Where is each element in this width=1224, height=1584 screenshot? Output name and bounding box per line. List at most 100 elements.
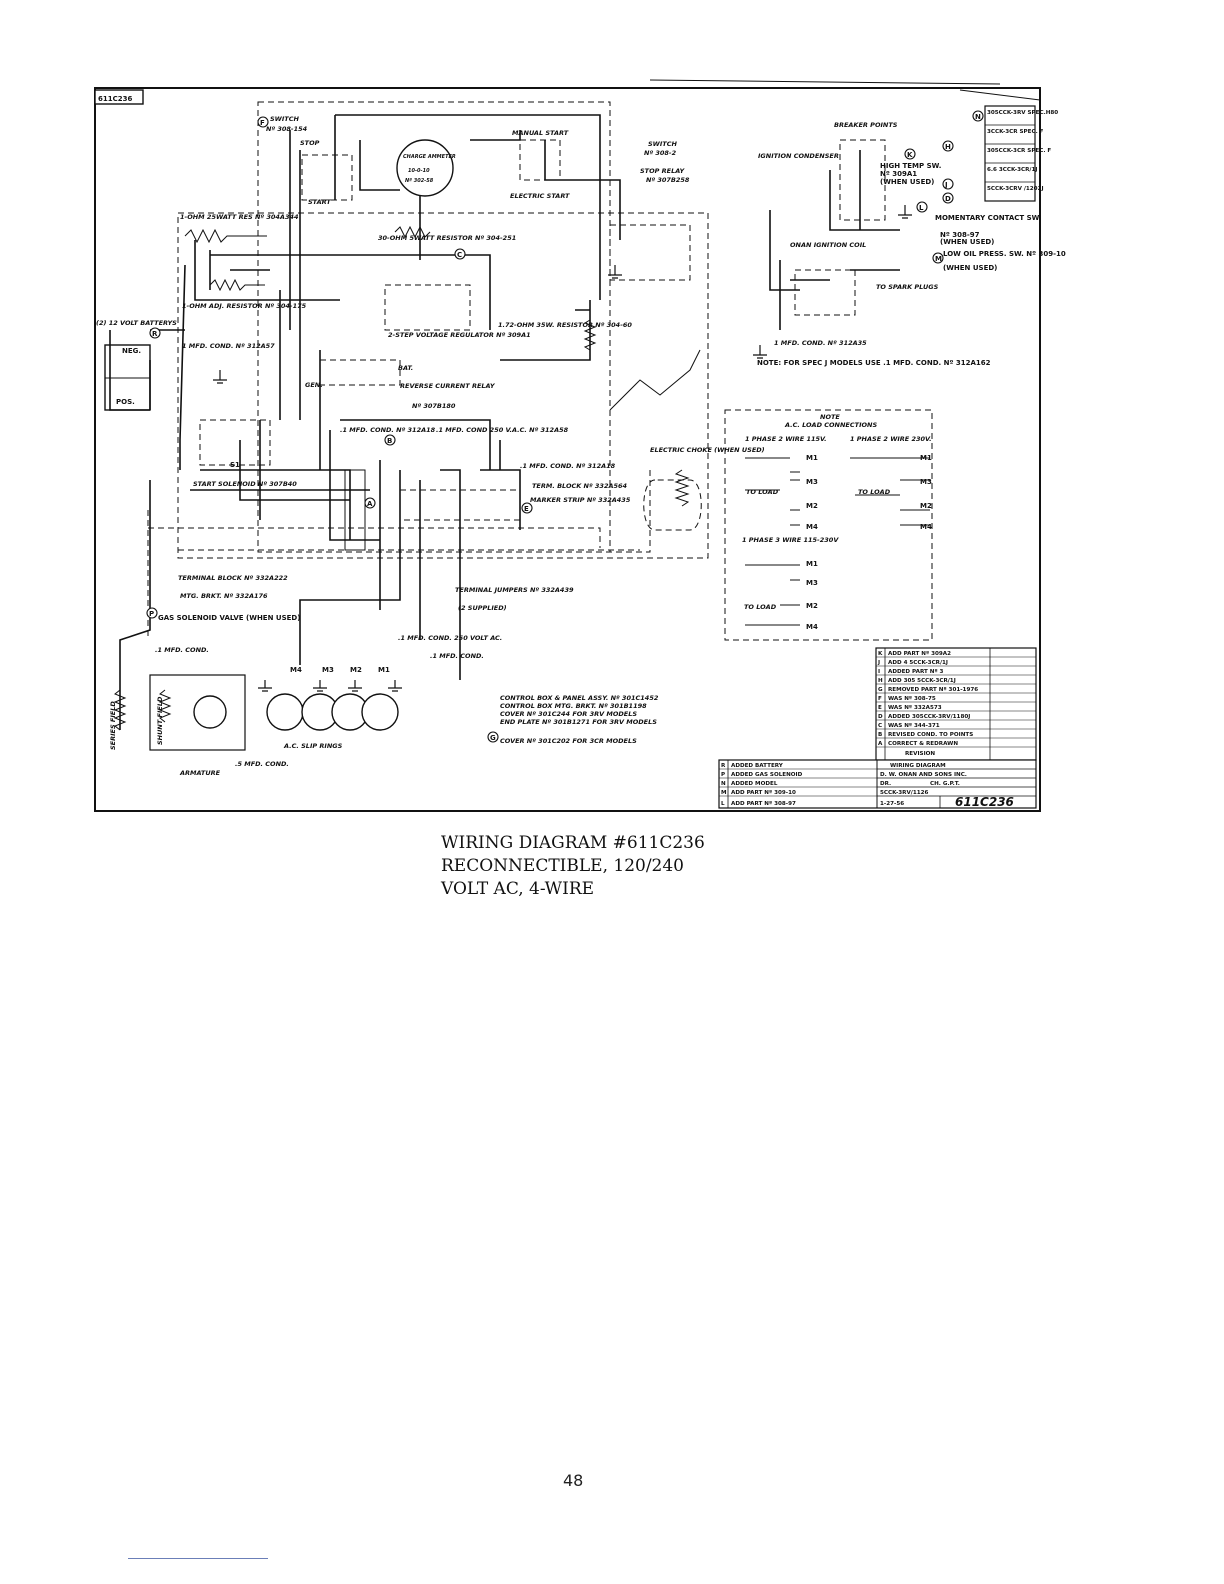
- svg-text:LOW OIL PRESS. SW. Nº 309-10: LOW OIL PRESS. SW. Nº 309-10: [943, 250, 1066, 258]
- svg-text:G: G: [878, 687, 883, 693]
- svg-text:ADD PART Nº 308-97: ADD PART Nº 308-97: [731, 800, 796, 807]
- terminal-block: [344, 469, 366, 551]
- svg-text:ELECTRIC CHOKE (WHEN USED): ELECTRIC CHOKE (WHEN USED): [650, 446, 765, 454]
- svg-text:G: G: [490, 734, 496, 742]
- svg-text:NOTE: NOTE: [820, 413, 840, 421]
- svg-text:10-0-10: 10-0-10: [408, 168, 430, 174]
- svg-text:I: I: [878, 669, 880, 675]
- svg-text:CONTROL BOX & PANEL ASSY. Nº 3: CONTROL BOX & PANEL ASSY. Nº 301C1452: [500, 694, 659, 702]
- svg-text:SERIES FIELD: SERIES FIELD: [109, 701, 117, 750]
- svg-text:E: E: [878, 705, 882, 711]
- svg-text:B: B: [387, 437, 392, 445]
- svg-text:Nº 308-154: Nº 308-154: [266, 125, 308, 133]
- ac-load-note-box: [724, 409, 933, 641]
- svg-text:START: START: [308, 198, 331, 206]
- svg-text:TO LOAD: TO LOAD: [744, 603, 777, 611]
- reverse-current-relay: [319, 359, 401, 386]
- svg-text:ADDED MODEL: ADDED MODEL: [731, 781, 778, 787]
- svg-text:D: D: [878, 714, 883, 720]
- svg-text:M4: M4: [920, 523, 932, 531]
- svg-text:C: C: [457, 251, 462, 259]
- svg-text:REMOVED PART Nº 301-1976: REMOVED PART Nº 301-1976: [888, 686, 978, 693]
- svg-text:WAS Nº 308-75: WAS Nº 308-75: [888, 695, 936, 702]
- svg-text:1 MFD. COND. Nº 312A57: 1 MFD. COND. Nº 312A57: [182, 342, 275, 350]
- svg-text:L: L: [919, 204, 924, 212]
- svg-text:1-27-56: 1-27-56: [880, 801, 904, 807]
- svg-text:.1 MFD. COND. 250 VOLT AC.: .1 MFD. COND. 250 VOLT AC.: [398, 634, 502, 642]
- svg-text:P: P: [721, 772, 725, 778]
- armature: [193, 695, 227, 729]
- svg-text:ARMATURE: ARMATURE: [179, 769, 221, 777]
- svg-text:TO SPARK PLUGS: TO SPARK PLUGS: [876, 283, 939, 291]
- svg-text:1 PHASE 2 WIRE 115V.: 1 PHASE 2 WIRE 115V.: [745, 435, 827, 443]
- svg-text:N: N: [975, 113, 981, 121]
- caption-line-3: VOLT AC, 4-WIRE: [441, 879, 595, 899]
- svg-text:START SOLENOID Nº 307B40: START SOLENOID Nº 307B40: [193, 480, 297, 488]
- svg-text:H: H: [945, 143, 951, 151]
- svg-text:2-STEP VOLTAGE REGULATOR Nº 30: 2-STEP VOLTAGE REGULATOR Nº 309A1: [388, 331, 531, 339]
- svg-text:A: A: [367, 500, 373, 508]
- svg-text:REVISION: REVISION: [905, 751, 935, 757]
- svg-text:COVER Nº 301C202 FOR 3CR MODEL: COVER Nº 301C202 FOR 3CR MODELS: [500, 737, 637, 745]
- svg-text:D: D: [945, 195, 951, 203]
- svg-text:ADDED 305CCK-3RV/1180J: ADDED 305CCK-3RV/1180J: [888, 714, 970, 720]
- svg-text:Nº 307B258: Nº 307B258: [646, 176, 690, 184]
- svg-text:D. W. ONAN AND SONS INC.: D. W. ONAN AND SONS INC.: [880, 772, 967, 778]
- svg-text:REVERSE CURRENT RELAY: REVERSE CURRENT RELAY: [400, 382, 496, 390]
- svg-text:IGNITION CONDENSER: IGNITION CONDENSER: [758, 152, 839, 160]
- svg-text:6.6 3CCK-3CR/1J: 6.6 3CCK-3CR/1J: [987, 167, 1037, 173]
- svg-text:NOTE: FOR SPEC J MODELS USE .1: NOTE: FOR SPEC J MODELS USE .1 MFD. COND…: [757, 359, 991, 367]
- svg-text:F: F: [878, 696, 882, 702]
- svg-text:(2 SUPPLIED): (2 SUPPLIED): [458, 604, 507, 612]
- page-number: 48: [563, 1471, 584, 1490]
- svg-text:B: B: [878, 732, 882, 738]
- svg-text:ADDED PART Nº 3: ADDED PART Nº 3: [888, 668, 944, 675]
- svg-text:POS.: POS.: [116, 398, 135, 406]
- svg-text:.1 MFD. COND.: .1 MFD. COND.: [155, 646, 209, 654]
- svg-text:J: J: [944, 181, 948, 189]
- callout-circles: [146, 110, 984, 743]
- stop-relay: [609, 224, 691, 281]
- svg-text:305CCK-3CR SPEC. F: 305CCK-3CR SPEC. F: [987, 148, 1051, 154]
- footer-rule: [128, 1558, 268, 1559]
- stop-switch: [301, 154, 353, 201]
- svg-text:ONAN IGNITION COIL: ONAN IGNITION COIL: [790, 241, 866, 249]
- svg-text:5CCK-3CRV /1202J: 5CCK-3CRV /1202J: [987, 186, 1044, 192]
- svg-text:3CCK-3CR SPEC. F: 3CCK-3CR SPEC. F: [987, 129, 1044, 135]
- svg-text:TERM. BLOCK Nº 332A564: TERM. BLOCK Nº 332A564: [532, 482, 628, 490]
- svg-text:WAS Nº 344-371: WAS Nº 344-371: [888, 722, 940, 729]
- svg-text:C: C: [878, 723, 882, 729]
- ground-symbols: [213, 205, 912, 692]
- svg-text:GAS SOLENOID VALVE (WHEN USED): GAS SOLENOID VALVE (WHEN USED): [158, 614, 300, 622]
- slip-ring-m1: [361, 693, 399, 731]
- svg-text:A.C. SLIP RINGS: A.C. SLIP RINGS: [283, 742, 343, 750]
- resistor-172: [583, 319, 597, 351]
- svg-text:Nº 302-58: Nº 302-58: [405, 178, 434, 184]
- electric-choke-coil: [674, 469, 690, 507]
- drawing-id-box: [94, 89, 144, 105]
- slip-ring-m4: [266, 693, 304, 731]
- svg-text:STOP: STOP: [300, 139, 320, 147]
- svg-text:1-OHM ADJ. RESISTOR Nº 304-175: 1-OHM ADJ. RESISTOR Nº 304-175: [182, 302, 307, 310]
- svg-text:K: K: [907, 151, 913, 159]
- svg-text:END PLATE Nº 301B1271 FOR 3RV: END PLATE Nº 301B1271 FOR 3RV MODELS: [500, 718, 657, 726]
- svg-text:MTG. BRKT. Nº 332A176: MTG. BRKT. Nº 332A176: [180, 592, 268, 600]
- svg-text:R: R: [721, 763, 726, 769]
- shunt-field-coil: [158, 689, 172, 723]
- svg-text:NEG.: NEG.: [122, 347, 141, 355]
- resistor-1ohm: [184, 228, 267, 244]
- term-block-strip: [399, 489, 521, 521]
- svg-text:TO LOAD: TO LOAD: [746, 488, 779, 496]
- svg-text:WIRING DIAGRAM: WIRING DIAGRAM: [890, 763, 946, 769]
- drawing-border: [94, 87, 1041, 812]
- svg-text:S1: S1: [230, 461, 240, 469]
- svg-text:(2) 12 VOLT BATTERYS: (2) 12 VOLT BATTERYS: [96, 319, 177, 327]
- svg-text:1 MFD. COND. Nº 312A35: 1 MFD. COND. Nº 312A35: [774, 339, 867, 347]
- svg-text:STOP RELAY: STOP RELAY: [640, 167, 686, 175]
- svg-text:1.72-OHM 35W. RESISTOR Nº 304-: 1.72-OHM 35W. RESISTOR Nº 304-60: [498, 321, 632, 329]
- svg-text:.5 MFD. COND.: .5 MFD. COND.: [235, 760, 289, 768]
- svg-text:TERMINAL BLOCK Nº 332A222: TERMINAL BLOCK Nº 332A222: [178, 574, 288, 582]
- svg-text:TERMINAL JUMPERS Nº 332A439: TERMINAL JUMPERS Nº 332A439: [455, 586, 574, 594]
